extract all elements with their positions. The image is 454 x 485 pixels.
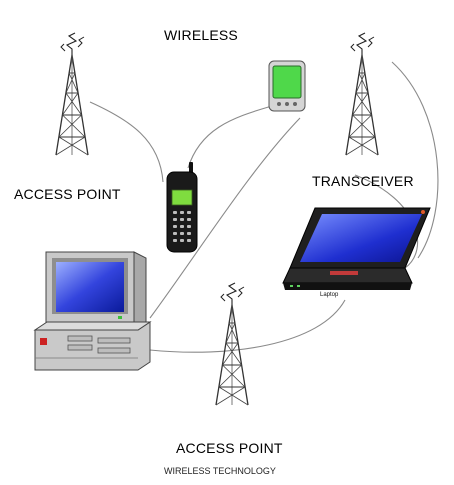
link-right-tower-laptop xyxy=(391,61,439,259)
link-left-tower-phone xyxy=(89,101,164,183)
access-point-bottom-label: ACCESS POINT xyxy=(176,440,283,456)
laptop-label: Laptop xyxy=(320,292,339,298)
tower-icon xyxy=(55,32,89,156)
diagram-title: WIRELESS xyxy=(164,27,238,43)
laptop-icon xyxy=(282,207,431,290)
pda-icon xyxy=(268,60,306,112)
diagram-caption: WIRELESS TECHNOLOGY xyxy=(164,466,276,476)
access-point-left-label: ACCESS POINT xyxy=(14,186,121,202)
link-pda-phone xyxy=(187,105,273,169)
link-desktop-laptop xyxy=(149,299,346,353)
desktop-computer-icon xyxy=(33,251,152,371)
tower-icon xyxy=(345,32,379,156)
mobile-phone-icon xyxy=(166,162,198,253)
tower-icon xyxy=(215,282,249,406)
transceiver-label: TRANSCEIVER xyxy=(312,173,414,189)
link-pda-right-tower xyxy=(149,117,301,319)
